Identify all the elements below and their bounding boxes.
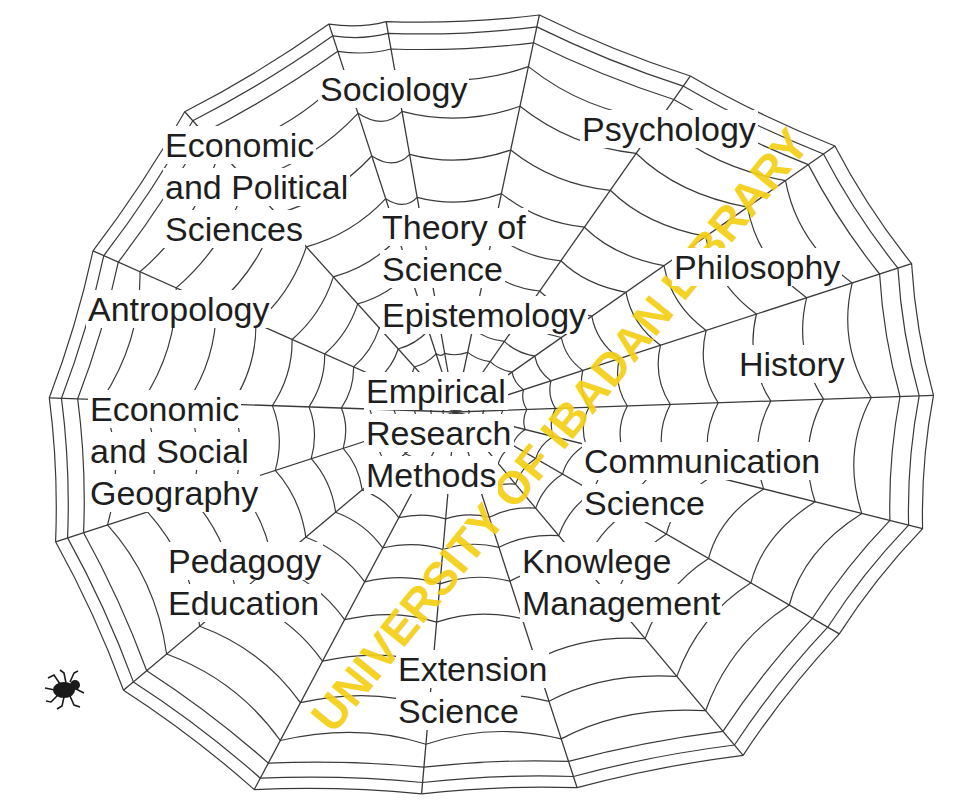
- spider-head: [70, 680, 80, 690]
- label-holder: Antropology: [86, 288, 316, 330]
- web-ring: [62, 27, 920, 783]
- discipline-label: Extension Science: [396, 650, 549, 730]
- label-holder: Pedagogy Education: [166, 540, 346, 624]
- web-ring: [49, 15, 933, 794]
- discipline-label: Knowlege Management: [520, 542, 722, 622]
- label-holder: Economic and Social Geography: [88, 388, 278, 514]
- web-threads: [49, 15, 933, 794]
- discipline-label: Empirical Research Methods: [364, 372, 514, 494]
- discipline-label: History: [737, 345, 847, 383]
- discipline-label: Economic and Social Geography: [88, 390, 260, 512]
- label-holder: Economic and Political Sciences: [163, 124, 363, 250]
- label-holder: Communication Science: [582, 440, 874, 524]
- discipline-label: Philosophy: [672, 248, 842, 286]
- spider-figure: [45, 670, 84, 709]
- discipline-label: Antropology: [86, 290, 271, 328]
- discipline-label: Psychology: [580, 110, 758, 148]
- label-holder: Psychology: [580, 108, 820, 150]
- label-holder: Philosophy: [672, 246, 902, 288]
- discipline-label: Epistemology: [380, 296, 588, 334]
- discipline-label: Economic and Political Sciences: [163, 126, 350, 248]
- label-holder: Extension Science: [396, 648, 576, 732]
- label-holder: Sociology: [318, 68, 538, 110]
- web-ring: [78, 43, 900, 767]
- spider-legs: [45, 670, 84, 709]
- discipline-label: Sociology: [318, 70, 469, 108]
- discipline-label: Theory of Science: [380, 208, 528, 288]
- label-holder: Empirical Research Methods: [364, 370, 539, 496]
- label-holder: History: [737, 343, 907, 385]
- label-holder: Knowlege Management: [520, 540, 780, 624]
- label-holder: Epistemology: [380, 294, 640, 336]
- label-holder: Theory of Science: [380, 206, 545, 290]
- discipline-label: Communication Science: [582, 442, 822, 522]
- discipline-label: Pedagogy Education: [166, 542, 323, 622]
